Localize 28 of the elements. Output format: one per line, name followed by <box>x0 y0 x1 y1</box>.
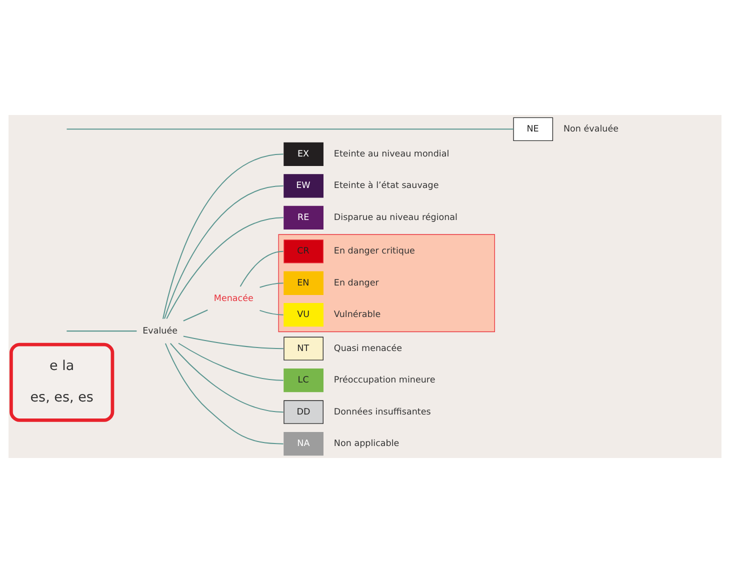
node-text: Menacée <box>214 293 254 304</box>
node-label: Vulnérable <box>334 310 381 320</box>
node-label: Eteinte à l’état sauvage <box>334 180 439 191</box>
node-text: Evaluée <box>142 326 178 336</box>
node-label: Préoccupation mineure <box>334 375 436 386</box>
connector <box>178 342 284 380</box>
connector <box>260 309 284 315</box>
connector <box>66 128 514 130</box>
connector <box>66 330 137 332</box>
cluster <box>278 234 495 332</box>
connector <box>162 153 284 319</box>
connector <box>164 342 284 444</box>
node-label: En danger critique <box>334 246 415 256</box>
connector <box>183 309 208 321</box>
node-label: En danger <box>334 278 379 288</box>
node-label: Quasi menacée <box>334 343 402 354</box>
connector <box>240 250 284 286</box>
connector <box>170 342 284 412</box>
node-label: Non évaluée <box>564 124 619 134</box>
connector <box>183 335 284 349</box>
node-label: Disparue au niveau régional <box>334 212 458 222</box>
node-label: Non applicable <box>334 438 400 449</box>
connector <box>260 282 284 288</box>
node-label: Données insuffisantes <box>334 406 431 417</box>
node-box: e la es, es, es <box>10 342 114 422</box>
connector <box>166 216 284 318</box>
connector <box>164 184 284 318</box>
node-label: Eteinte au niveau mondial <box>334 148 450 159</box>
